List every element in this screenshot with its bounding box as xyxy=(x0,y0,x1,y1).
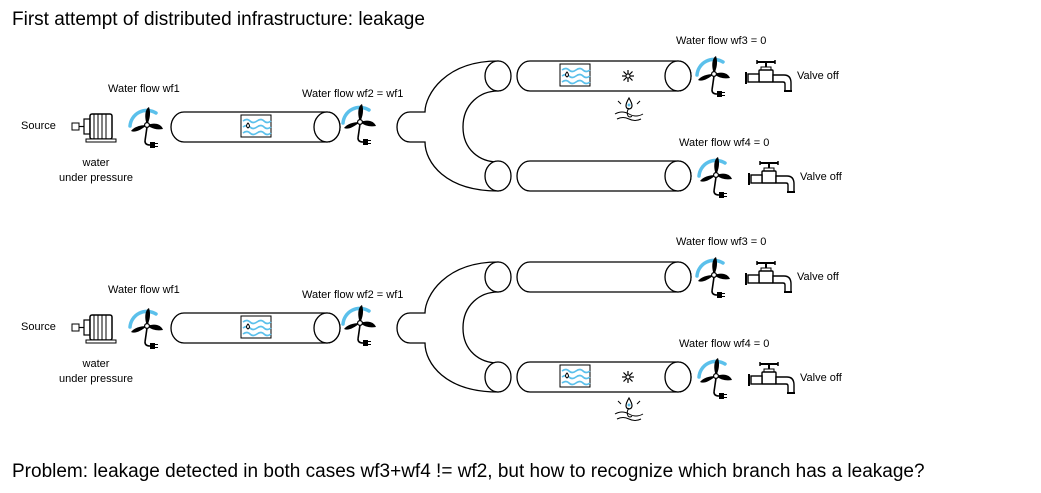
flow-meter-turbine-icon xyxy=(128,306,165,351)
flow-meter-turbine-icon xyxy=(697,356,734,401)
scenario-1 xyxy=(71,54,796,200)
y-split-pipe xyxy=(396,60,512,192)
water-drop-leak-icon xyxy=(614,97,644,122)
s1-flow-wf4-label: Water flow wf4 = 0 xyxy=(679,137,770,149)
s1-flow-wf3-label: Water flow wf3 = 0 xyxy=(676,35,767,47)
s2-flow-wf3-label: Water flow wf3 = 0 xyxy=(676,236,767,248)
s1-valve-lower-label: Valve off xyxy=(800,171,842,183)
s1-water-label-line1: water xyxy=(82,157,110,169)
y-split-pipe xyxy=(396,261,512,393)
s2-flow-wf1-label: Water flow wf1 xyxy=(108,284,180,296)
scenario-2 xyxy=(71,255,796,422)
water-flow-icon xyxy=(559,364,591,388)
s1-water-label-line2: under pressure xyxy=(59,172,133,184)
upper-branch-pipe xyxy=(516,60,692,92)
s2-water-label-line1: water xyxy=(82,358,110,370)
s2-flow-wf4-label: Water flow wf4 = 0 xyxy=(679,338,770,350)
water-flow-icon xyxy=(240,114,272,138)
s1-flow-wf1-label: Water flow wf1 xyxy=(108,83,180,95)
lower-branch-pipe xyxy=(516,361,692,393)
lower-branch-pipe xyxy=(516,160,692,192)
flow-meter-turbine-icon xyxy=(128,105,165,150)
flow-meter-turbine-icon xyxy=(341,102,378,147)
leak-spark-icon xyxy=(621,69,635,83)
flow-meter-turbine-icon xyxy=(341,303,378,348)
faucet-icon xyxy=(748,160,796,193)
flow-meter-turbine-icon xyxy=(695,255,732,300)
s1-flow-wf2-label: Water flow wf2 = wf1 xyxy=(302,88,404,100)
page-title: First attempt of distributed infrastruct… xyxy=(12,9,425,30)
pump-icon xyxy=(71,113,117,143)
faucet-icon xyxy=(748,361,796,394)
s1-valve-upper-label: Valve off xyxy=(797,70,839,82)
problem-statement: Problem: leakage detected in both cases … xyxy=(12,461,925,482)
s2-valve-upper-label: Valve off xyxy=(797,271,839,283)
flow-meter-turbine-icon xyxy=(697,155,734,200)
water-flow-icon xyxy=(559,63,591,87)
s1-source-label: Source xyxy=(21,120,56,132)
faucet-icon xyxy=(745,260,793,293)
faucet-icon xyxy=(745,59,793,92)
s2-flow-wf2-label: Water flow wf2 = wf1 xyxy=(302,289,404,301)
s2-valve-lower-label: Valve off xyxy=(800,372,842,384)
flow-meter-turbine-icon xyxy=(695,54,732,99)
leak-spark-icon xyxy=(621,370,635,384)
pump-icon xyxy=(71,314,117,344)
water-flow-icon xyxy=(240,315,272,339)
water-drop-leak-icon xyxy=(614,397,644,422)
upper-branch-pipe xyxy=(516,261,692,293)
s2-water-label-line2: under pressure xyxy=(59,373,133,385)
s2-source-label: Source xyxy=(21,321,56,333)
